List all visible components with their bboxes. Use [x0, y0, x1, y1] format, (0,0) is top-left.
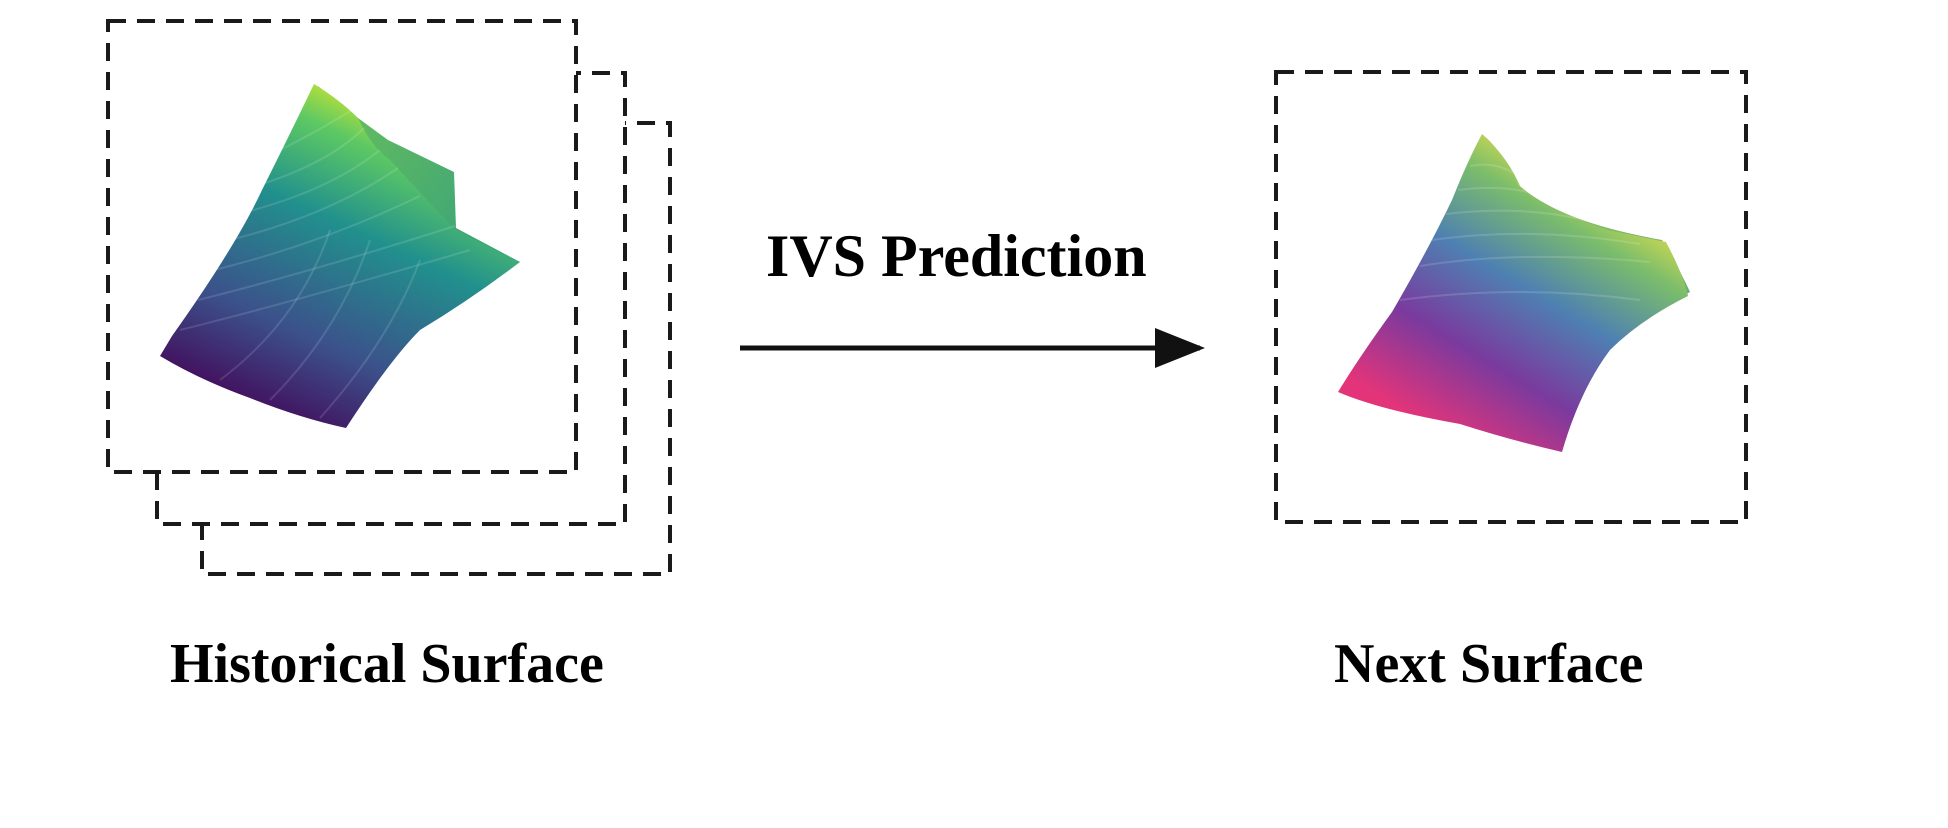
ivs-prediction-label: IVS Prediction — [766, 223, 1147, 289]
historical-surface-face — [160, 84, 520, 428]
next-surface-label: Next Surface — [1334, 633, 1644, 695]
next-surface-plot — [1338, 134, 1690, 452]
historical-surface-plot — [160, 84, 520, 428]
historical-surface-label: Historical Surface — [170, 633, 604, 695]
next-surface-face — [1338, 134, 1688, 452]
